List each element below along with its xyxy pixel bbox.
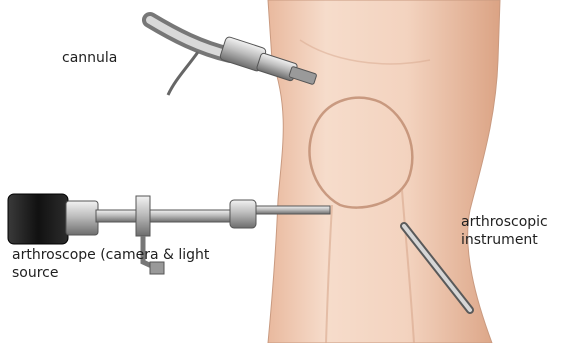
instrument-label: arthroscopic instrument <box>461 213 548 249</box>
cannula-label: cannula <box>62 49 117 67</box>
instrument-label-line1: arthroscopic <box>461 213 548 231</box>
arthroscope-label-line1: arthroscope (camera & light <box>12 246 209 264</box>
instrument-label-line2: instrument <box>461 231 548 249</box>
knee-leg <box>268 0 500 343</box>
arthroscope-label-line2: source <box>12 264 209 282</box>
arthroscope-label: arthroscope (camera & light source <box>12 246 209 282</box>
